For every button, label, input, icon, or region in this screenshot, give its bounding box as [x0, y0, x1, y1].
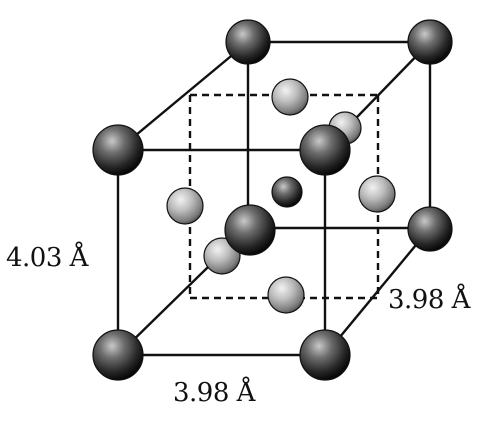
- corner-atom-back-top-right: [407, 19, 453, 65]
- face-atom-bottom: [267, 276, 305, 314]
- top-left-edge: [117, 41, 249, 151]
- center-atom: [271, 176, 303, 208]
- corner-atom-back-top-left: [225, 19, 271, 65]
- face-atom-top: [271, 78, 309, 116]
- corner-atom-front-bottom-right: [299, 329, 351, 381]
- face-atom-right: [358, 175, 396, 213]
- corner-atom-back-bottom-right: [407, 206, 453, 252]
- depth-dimension-label: 3.98 Å: [388, 285, 470, 315]
- face-atom-left: [166, 187, 204, 225]
- corner-atom-back-bottom-left: [224, 204, 276, 256]
- corner-atom-front-bottom-left: [92, 329, 144, 381]
- bottom-right-edge: [324, 227, 431, 356]
- corner-atom-front-top-right: [299, 124, 351, 176]
- width-dimension-label: 3.98 Å: [173, 378, 255, 408]
- corner-atom-front-top-left: [92, 124, 144, 176]
- height-dimension-label: 4.03 Å: [6, 243, 88, 273]
